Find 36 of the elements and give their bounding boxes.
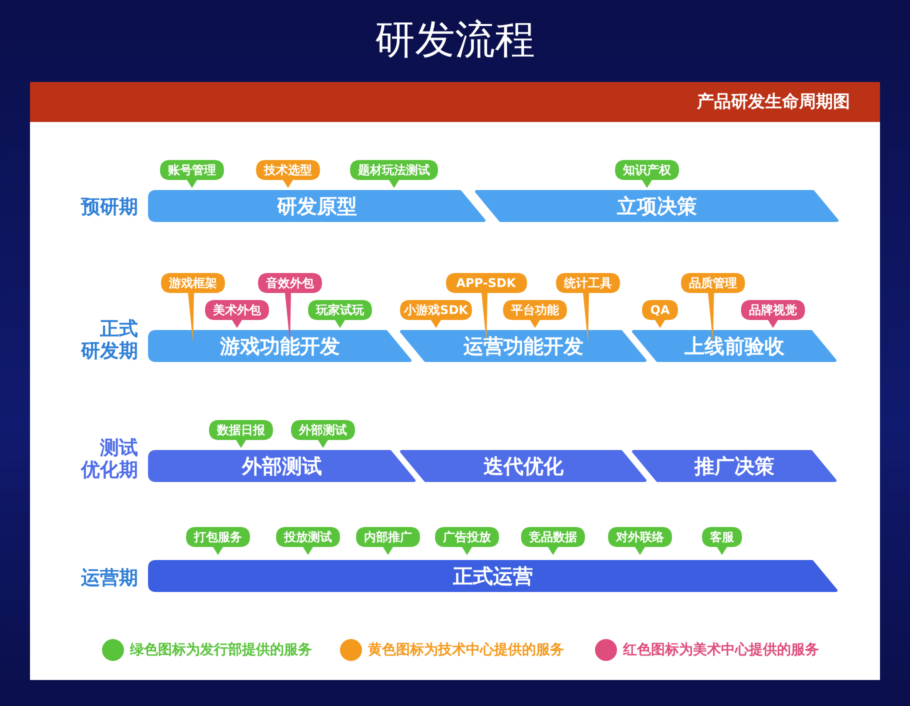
header-title: 产品研发生命周期图	[696, 91, 850, 113]
callout-tag: 小游戏SDK	[400, 300, 472, 328]
callout-tag: 玩家试玩	[308, 300, 372, 328]
chevron-bar: 运营功能开发	[400, 330, 647, 362]
chevron-bar: 外部测试	[148, 450, 416, 482]
callout-tag: 美术外包	[205, 300, 269, 328]
callout-tag: QA	[642, 300, 678, 328]
callout-tag: 技术选型	[256, 160, 320, 188]
phase-label: 正式研发期	[80, 318, 138, 362]
callout-tag: 打包服务	[186, 527, 250, 555]
callout-tag: 知识产权	[615, 160, 679, 188]
chevron-bar: 游戏功能开发	[148, 330, 412, 362]
legend-text: 绿色图标为发行部提供的服务	[130, 641, 312, 659]
page-title: 研发流程	[375, 17, 535, 63]
chevron-bar: 立项决策	[475, 190, 839, 222]
callout-tag: 题材玩法测试	[350, 160, 438, 188]
legend-text: 黄色图标为技术中心提供的服务	[368, 641, 564, 659]
callout-tag: 广告投放	[435, 527, 499, 555]
callout-tag: 平台功能	[503, 300, 567, 328]
chevron-bar: 研发原型	[148, 190, 486, 222]
chevron-bar: 迭代优化	[400, 450, 647, 482]
chevron-bar: 正式运营	[148, 560, 838, 592]
callout-tag: 客服	[702, 527, 742, 555]
phase-label: 运营期	[80, 567, 138, 589]
legend-text: 红色图标为美术中心提供的服务	[623, 641, 819, 659]
callout-tag: 对外联络	[608, 527, 672, 555]
phase-label: 测试优化期	[80, 437, 138, 481]
chevron-bar: 推广决策	[632, 450, 837, 482]
callout-tag: 品牌视觉	[741, 300, 805, 328]
callout-tag: 外部测试	[291, 420, 355, 448]
callout-tag: 数据日报	[209, 420, 273, 448]
callout-tag: 竞品数据	[521, 527, 585, 555]
callout-tag: 内部推广	[356, 527, 420, 555]
callout-tag: 账号管理	[160, 160, 224, 188]
callout-tag: 投放测试	[276, 527, 340, 555]
phase-label: 预研期	[80, 196, 138, 218]
